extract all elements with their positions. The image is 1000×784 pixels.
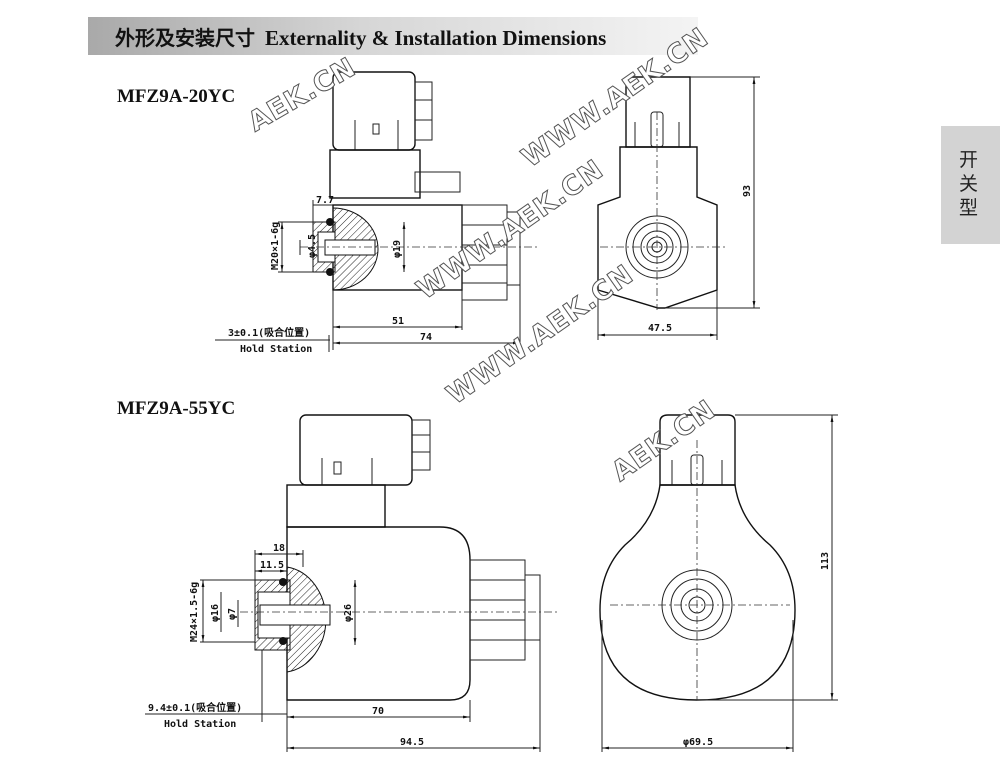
- model-label-2: MFZ9A-55YC: [117, 398, 236, 419]
- watermark: WWW.AEK.CN: [411, 154, 609, 306]
- dim-20yc-93: 93: [742, 185, 753, 197]
- hold-value-20yc: 3±0.1(吸合位置): [228, 326, 310, 339]
- dim-55yc-113: 113: [820, 552, 831, 570]
- hold-label-20yc: Hold Station: [240, 343, 312, 355]
- dim-55yc-dia: φ26: [343, 604, 354, 622]
- dim-20yc-dia: φ19: [392, 240, 403, 258]
- title-en: Externality & Installation Dimensions: [265, 26, 607, 50]
- model-label-1: MFZ9A-20YC: [117, 86, 236, 107]
- watermark: AEK.CN: [606, 394, 721, 488]
- watermark: WWW.AEK.CN: [516, 22, 714, 174]
- dim-20yc-51: 51: [392, 316, 404, 327]
- dim-55yc-70: 70: [372, 706, 384, 717]
- dim-20yc-74: 74: [420, 332, 432, 343]
- dim-55yc-18: 18: [273, 543, 285, 554]
- side-tab-label: 开关型: [959, 149, 979, 219]
- side-tab[interactable]: 开关型: [941, 126, 1000, 244]
- section-title: 外形及安装尺寸 Externality & Installation Dimens…: [115, 22, 606, 51]
- dim-55yc-94-5: 94.5: [400, 737, 424, 748]
- title-cn: 外形及安装尺寸: [115, 26, 255, 50]
- dim-55yc-69-5: φ69.5: [683, 737, 713, 748]
- dim-20yc-7-7: 7.7: [316, 195, 334, 206]
- side-view-20yc: [215, 71, 540, 352]
- hold-label-55yc: Hold Station: [164, 718, 236, 730]
- side-view-55yc: [145, 414, 560, 752]
- dim-55yc-thread: M24×1.5-6g: [189, 582, 200, 642]
- dim-55yc-bore1: φ16: [210, 604, 221, 622]
- dim-55yc-11-5: 11.5: [260, 560, 284, 571]
- dim-20yc-bore: φ4.5: [307, 234, 318, 258]
- front-view-55yc: [599, 414, 838, 752]
- hold-value-55yc: 9.4±0.1(吸合位置): [148, 701, 242, 714]
- section-header: 外形及安装尺寸 Externality & Installation Dimens…: [88, 17, 698, 55]
- dim-20yc-47-5: 47.5: [648, 323, 672, 334]
- dim-20yc-thread: M20×1-6g: [270, 222, 281, 270]
- dim-55yc-bore2: φ7: [227, 608, 238, 620]
- front-view-20yc: [597, 76, 760, 340]
- watermark: AEK.CN: [243, 52, 362, 138]
